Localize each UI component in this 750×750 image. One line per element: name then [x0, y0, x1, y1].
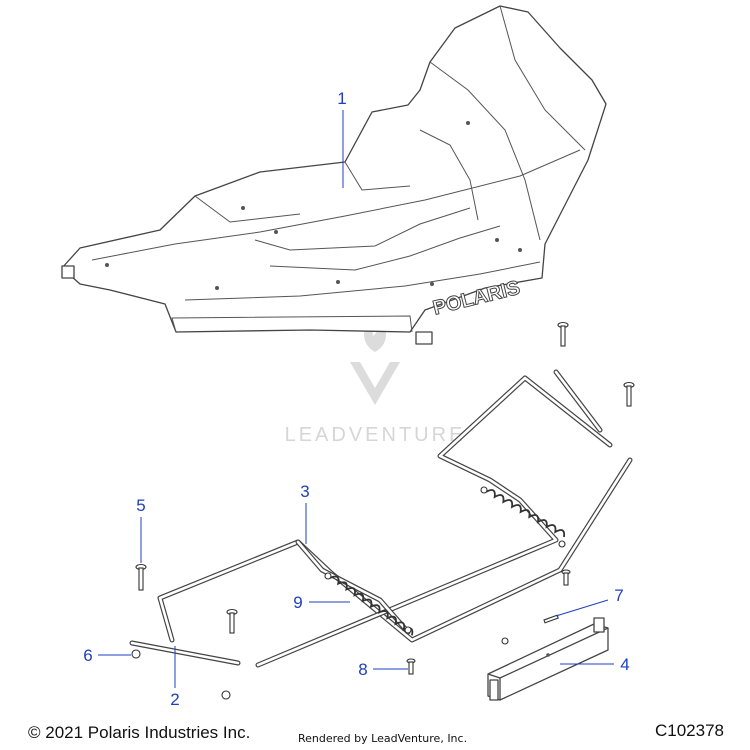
bumper-frame: [157, 375, 633, 668]
callout-2: 2: [170, 690, 179, 709]
mounting-bracket: [487, 617, 609, 701]
bolt-mid: [561, 569, 571, 586]
nut-bottom: [221, 690, 231, 700]
figure-id: C102378: [655, 721, 725, 740]
watermark: LEADVENTURE: [285, 312, 466, 446]
bolt-7: [543, 614, 559, 624]
springs: [324, 486, 566, 636]
copyright-text: © 2021 Polaris Industries Inc.: [28, 723, 251, 742]
watermark-text: LEADVENTURE: [285, 424, 466, 446]
callouts: 1 2 3 4 5 6 7 8 9: [83, 89, 629, 709]
callout-9: 9: [293, 593, 302, 612]
callout-5: 5: [136, 496, 145, 515]
nut-small: [501, 637, 509, 645]
hardware: [131, 321, 635, 700]
callout-8: 8: [358, 660, 367, 679]
callout-3: 3: [300, 482, 309, 501]
callout-6: 6: [83, 646, 92, 665]
callout-1: 1: [337, 89, 346, 108]
bolt-left: [226, 608, 238, 634]
bolt-5: [135, 563, 147, 591]
bolt-8: [406, 658, 416, 675]
front-cab-panel: POLARIS: [61, 5, 607, 345]
watermark-v-icon: [350, 362, 400, 405]
callout-7: 7: [614, 586, 623, 605]
bolt-right: [623, 381, 635, 407]
rendered-by-text: Rendered by LeadVenture, Inc.: [298, 732, 468, 745]
callout-4: 4: [620, 655, 629, 674]
nut-6: [131, 649, 141, 659]
cross-tubes: [129, 369, 603, 666]
bolt-top: [557, 321, 569, 347]
